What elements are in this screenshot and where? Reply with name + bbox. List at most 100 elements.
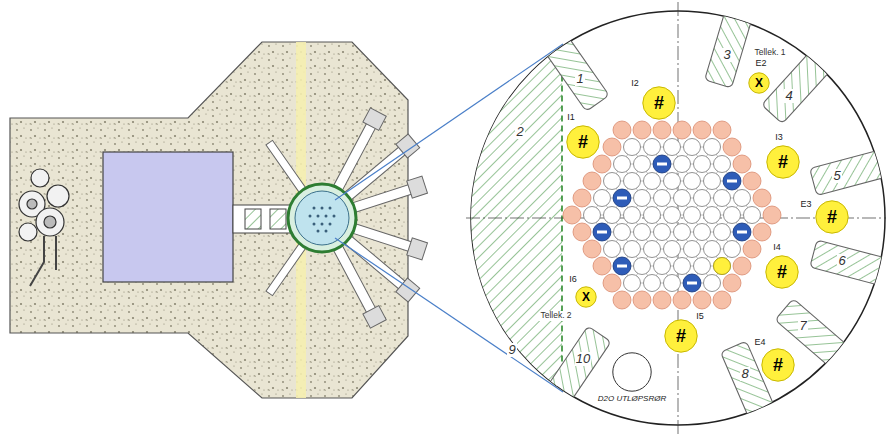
- position-label: I2: [631, 79, 639, 89]
- fuel-position: [594, 224, 611, 241]
- fuel-position: [614, 156, 631, 173]
- fuel-position: [684, 275, 701, 292]
- reflector-element: [573, 189, 591, 207]
- fuel-position: [614, 190, 631, 207]
- symbol-holder: #: [815, 200, 849, 234]
- reflector-element: [713, 121, 731, 139]
- reflector-element: [673, 291, 691, 309]
- fuel-position: [644, 275, 661, 292]
- reflector-element: [723, 274, 741, 292]
- fuel-position: [734, 224, 751, 241]
- position-circle: [665, 320, 697, 352]
- position-symbol: X: [582, 291, 590, 303]
- reflector-element: [743, 240, 761, 258]
- reflector-element: [723, 138, 741, 156]
- fuel-position: [674, 156, 691, 173]
- fuel-position: [674, 190, 691, 207]
- reflector-element: [713, 291, 731, 309]
- reflector-element: [693, 291, 711, 309]
- fuel-position: [694, 156, 711, 173]
- measurement-position: I6X: [575, 286, 597, 308]
- position-circle: [749, 73, 769, 93]
- fuel-position: [634, 258, 651, 275]
- position-circle: [567, 126, 599, 158]
- fuel-position: [634, 156, 651, 173]
- core-enlargement: [460, 2, 888, 436]
- fuel-position: [594, 190, 611, 207]
- reflector-element: [693, 121, 711, 139]
- position-circle: [762, 349, 794, 381]
- channel-number: 4: [784, 89, 793, 103]
- reflector-element: [733, 155, 751, 173]
- control-rod-mark: [617, 265, 627, 268]
- symbol-holder: #: [664, 319, 698, 353]
- channel-number: 9: [507, 343, 516, 357]
- reflector-element: [653, 291, 671, 309]
- fuel-position: [634, 224, 651, 241]
- position-symbol: #: [654, 94, 664, 112]
- reflector-element: [733, 257, 751, 275]
- fuel-position: [614, 258, 631, 275]
- fuel-position: [664, 241, 681, 258]
- fuel-position: [624, 173, 641, 190]
- position-symbol: X: [755, 77, 763, 89]
- fuel-position: [634, 190, 651, 207]
- control-rod: [593, 223, 611, 241]
- control-rod-mark: [657, 163, 667, 166]
- reflector-element: [753, 223, 771, 241]
- fuel-position: [684, 139, 701, 156]
- fuel-position: [724, 173, 741, 190]
- measurement-position: E3#: [815, 200, 849, 234]
- channel-number: 8: [740, 367, 749, 381]
- position-label: I4: [773, 243, 781, 253]
- fuel-position: [644, 139, 661, 156]
- control-rod: [723, 172, 741, 190]
- measurement-position: I2#: [642, 86, 676, 120]
- fuel-position: [664, 275, 681, 292]
- control-rod: [613, 189, 631, 207]
- fuel-position: [704, 173, 721, 190]
- control-rod-mark: [617, 197, 627, 200]
- fuel-position: [714, 224, 731, 241]
- pipe-circle: [613, 353, 651, 391]
- fuel-position: [674, 224, 691, 241]
- position-symbol: #: [777, 263, 787, 281]
- fuel-position: [664, 139, 681, 156]
- measurement-position: I3#: [766, 145, 800, 179]
- fuel-position: [614, 224, 631, 241]
- measurement-position: I5#: [664, 319, 698, 353]
- position-circle: [767, 146, 799, 178]
- fuel-position: [714, 190, 731, 207]
- fuel-position: [724, 241, 741, 258]
- fuel-position: [624, 207, 641, 224]
- reflector-element: [673, 121, 691, 139]
- reflector-element: [763, 206, 781, 224]
- control-rod-mark: [737, 231, 747, 234]
- symbol-holder: #: [766, 145, 800, 179]
- symbol-holder: #: [765, 255, 799, 289]
- node-outline: [612, 352, 652, 392]
- control-rod-mark: [687, 282, 697, 285]
- fuel-position: [664, 207, 681, 224]
- reflector-element: [583, 172, 601, 190]
- control-rod: [733, 223, 751, 241]
- measurement-position: E4#: [761, 348, 795, 382]
- measurement-position: I1#: [566, 125, 600, 159]
- reflector-element: [633, 291, 651, 309]
- position-symbol: #: [676, 327, 686, 345]
- channel-number: 7: [798, 319, 807, 333]
- reflector-element: [593, 155, 611, 173]
- position-label: E2: [755, 59, 766, 69]
- fuel-position: [704, 275, 721, 292]
- fuel-position: [644, 173, 661, 190]
- fuel-position: [624, 275, 641, 292]
- channel-number: 6: [837, 254, 846, 268]
- fuel-position: [674, 258, 691, 275]
- reflector-element: [583, 240, 601, 258]
- reflector-element: [613, 291, 631, 309]
- fuel-position: [714, 156, 731, 173]
- position-circle: [643, 87, 675, 119]
- position-label: I5: [696, 312, 704, 322]
